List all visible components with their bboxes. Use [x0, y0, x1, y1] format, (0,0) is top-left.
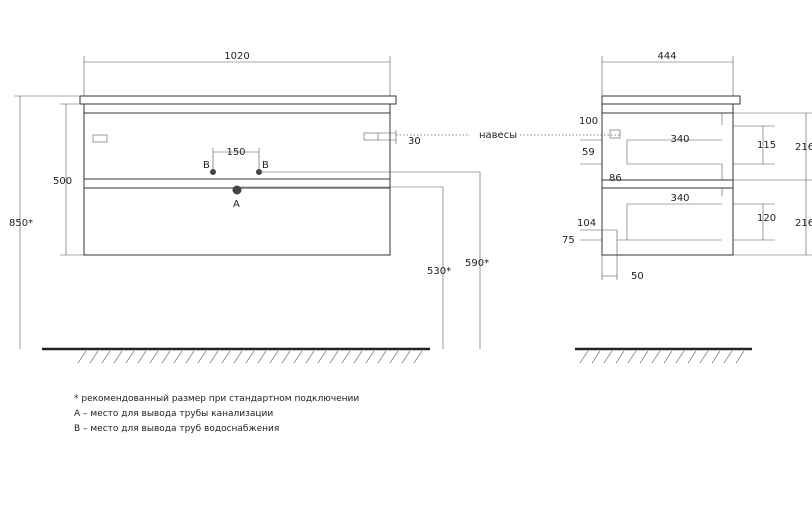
dim-body-height: 500: [53, 176, 72, 187]
floor-hatch: [401, 350, 411, 364]
dim-120: 120: [757, 213, 776, 224]
pipe-b-left: [210, 169, 216, 175]
floor-hatch: [173, 350, 183, 364]
notes-list: * рекомендованный размер при стандартном…: [74, 392, 359, 437]
dim-530: 530*: [427, 266, 451, 277]
dim-50: 50: [631, 271, 644, 282]
floor-hatch: [101, 350, 111, 364]
floor-hatch: [125, 350, 135, 364]
label-b-left: B: [203, 160, 210, 171]
floor-hatch: [77, 350, 87, 364]
dim-216-top: 216: [795, 142, 812, 153]
floor-hatch: [687, 350, 697, 364]
dim-340-bottom: 340: [670, 193, 689, 204]
floor-hatch: [663, 350, 673, 364]
dim-104: 104: [577, 218, 596, 229]
dim-75: 75: [562, 235, 575, 246]
floor-hatch: [269, 350, 279, 364]
countertop-side: [601, 95, 741, 105]
floor-hatch: [723, 350, 733, 364]
floor-hatch: [389, 350, 399, 364]
floor-hatch: [329, 350, 339, 364]
hanger-left: [92, 134, 108, 143]
front-view: 1020 850* 500 150 B B A 30 530* 590*: [9, 51, 489, 349]
floor-hatch: [651, 350, 661, 364]
dim-59: 59: [582, 147, 595, 158]
floor-hatch: [413, 350, 423, 364]
floor-hatch: [675, 350, 685, 364]
floor-hatch: [257, 350, 267, 364]
floor-hatch: [245, 350, 255, 364]
floor-hatch: [305, 350, 315, 364]
floor-hatch: [197, 350, 207, 364]
floor-hatch: [365, 350, 375, 364]
note-asterisk: * рекомендованный размер при стандартном…: [74, 394, 360, 404]
dim-depth: 444: [657, 51, 676, 62]
floor-hatch: [615, 350, 625, 364]
floor-hatch: [591, 350, 601, 364]
floor-hatch: [149, 350, 159, 364]
floor-hatch: [233, 350, 243, 364]
floor-hatch: [89, 350, 99, 364]
dim-total-height: 850*: [9, 218, 33, 229]
floor-hatch: [699, 350, 709, 364]
dim-pipe-spacing: 150: [226, 147, 245, 158]
floor-hatch: [293, 350, 303, 364]
floor-hatch: [711, 350, 721, 364]
note-a: А – место для вывода трубы канализации: [74, 409, 274, 419]
dim-340-top: 340: [670, 134, 689, 145]
floor-hatch: [579, 350, 589, 364]
floor-hatch: [137, 350, 147, 364]
side-view: 444 100 340 59 86 340 104 75 50 115 120 …: [562, 51, 812, 282]
floor-hatch: [341, 350, 351, 364]
floor-hatch: [281, 350, 291, 364]
dim-115: 115: [757, 140, 776, 151]
floor-hatch: [209, 350, 219, 364]
floor-hatch: [639, 350, 649, 364]
floor-hatch: [353, 350, 363, 364]
floor-lines: [42, 347, 752, 364]
hanger-right: [363, 132, 379, 141]
floor-hatch: [221, 350, 231, 364]
dim-100: 100: [579, 116, 598, 127]
floor-hatch: [377, 350, 387, 364]
pipe-a: [232, 185, 242, 195]
countertop-front: [79, 95, 397, 105]
note-b: В – место для вывода труб водоснабжения: [74, 424, 280, 434]
dim-86: 86: [609, 173, 622, 184]
floor-hatch: [161, 350, 171, 364]
floor-hatch: [627, 350, 637, 364]
floor-hatch: [113, 350, 123, 364]
dim-590: 590*: [465, 258, 489, 269]
floor-hatch: [603, 350, 613, 364]
hangers-label: навесы: [479, 130, 517, 141]
label-b-right: B: [262, 160, 269, 171]
dim-hanger-offset: 30: [408, 136, 421, 147]
floor-hatch: [735, 350, 745, 364]
dim-width-front: 1020: [224, 51, 249, 62]
label-a: A: [233, 199, 240, 210]
floor-hatch: [317, 350, 327, 364]
floor-hatch: [185, 350, 195, 364]
dim-216-bottom: 216: [795, 218, 812, 229]
